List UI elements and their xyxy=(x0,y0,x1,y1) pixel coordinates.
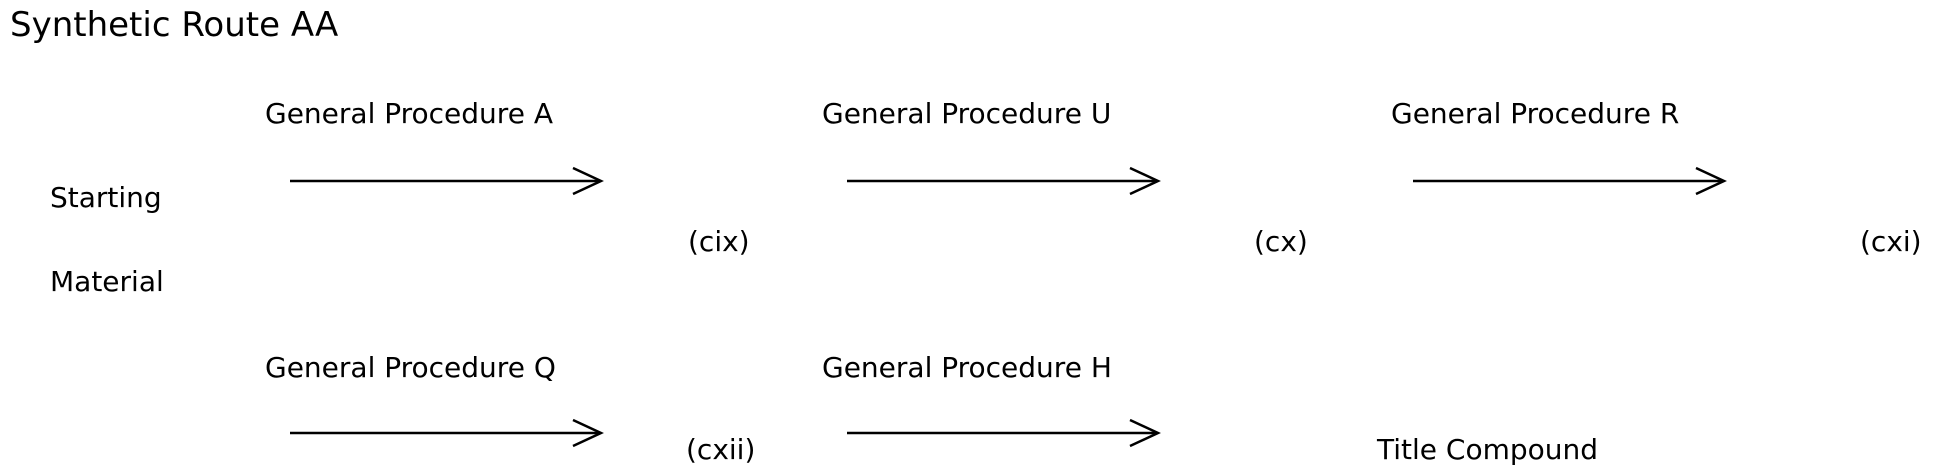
product-cix: (cix) xyxy=(688,228,750,256)
step-2-procedure-label: General Procedure U xyxy=(822,100,1111,128)
product-cx: (cx) xyxy=(1254,228,1308,256)
step-3-procedure-label: General Procedure R xyxy=(1391,100,1679,128)
product-cxii: (cxii) xyxy=(686,436,755,464)
step-4-procedure-label: General Procedure Q xyxy=(265,354,556,382)
starting-material-line1: Starting xyxy=(50,184,162,212)
step-5-arrow xyxy=(847,418,1163,448)
step-1-procedure-label: General Procedure A xyxy=(265,100,553,128)
step-2-arrow xyxy=(847,166,1163,196)
title-compound: Title Compound xyxy=(1377,436,1598,464)
step-1-arrow xyxy=(290,166,606,196)
step-5-procedure-label: General Procedure H xyxy=(822,354,1112,382)
step-4-arrow xyxy=(290,418,606,448)
step-3-arrow xyxy=(1413,166,1729,196)
diagram-title: Synthetic Route AA xyxy=(10,8,338,42)
starting-material-line2: Material xyxy=(50,268,164,296)
product-cxi: (cxi) xyxy=(1860,228,1922,256)
